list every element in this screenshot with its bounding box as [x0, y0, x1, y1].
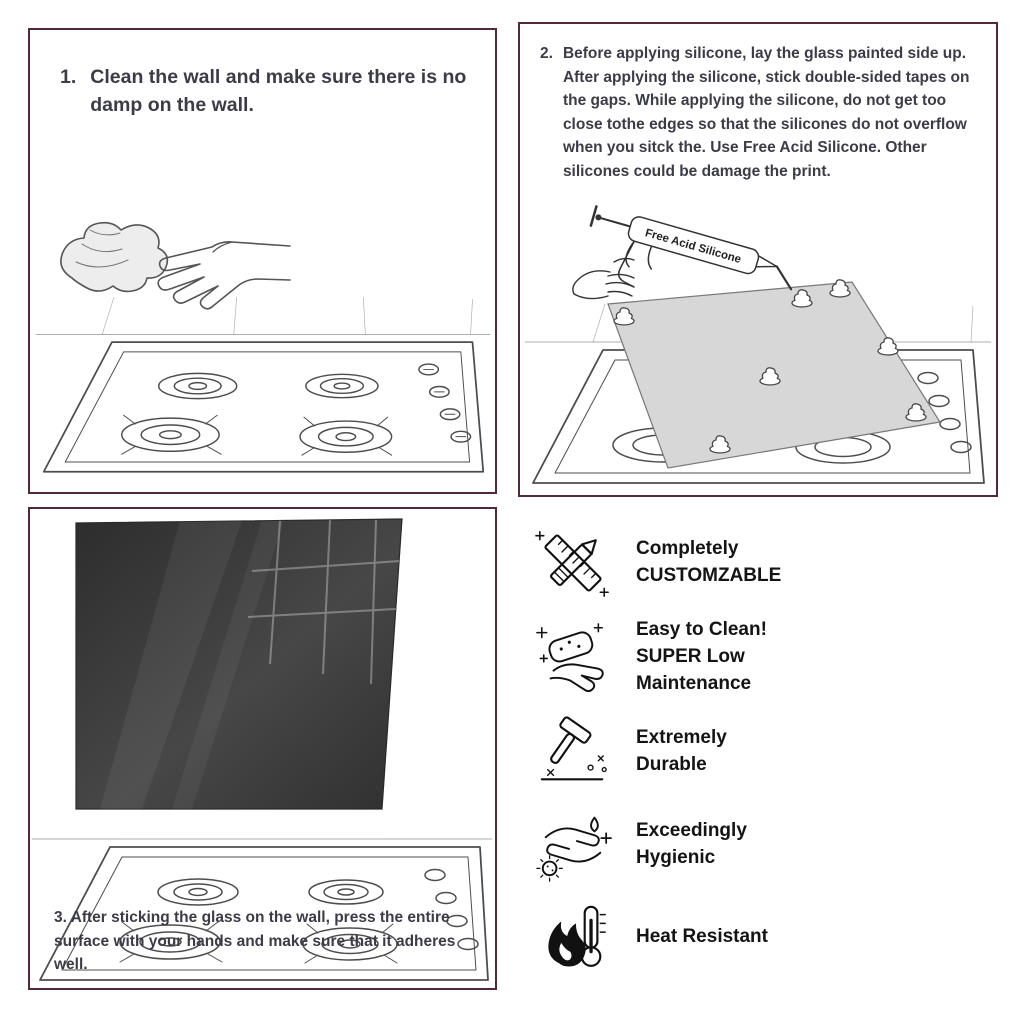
step1-number: 1. [60, 66, 77, 88]
feature-heat-resistant: Heat Resistant [534, 899, 974, 977]
step3-text: 3. After sticking the glass on the wall,… [54, 909, 456, 973]
control-knobs [418, 363, 472, 443]
cleaning-cloth [60, 221, 169, 293]
control-knobs [424, 868, 479, 951]
stove-illustration [31, 838, 493, 981]
hand-holding-gun [572, 257, 635, 300]
feature-hygienic: Exceedingly Hygienic [534, 806, 974, 884]
feature-customizable: Completely CUSTOMZABLE [534, 524, 974, 602]
step3-panel: 3. After sticking the glass on the wall,… [28, 507, 497, 990]
window-reflection [247, 519, 401, 685]
burner-front-left [120, 417, 220, 453]
feature-durable: Extremely Durable [534, 713, 974, 791]
hand-wiping-wall-illustration [60, 221, 291, 310]
feature-label: Easy to Clean! SUPER Low Maintenance [636, 619, 767, 694]
mounted-glass-illustration [31, 518, 493, 981]
hammer-icon [540, 716, 607, 781]
washing-hands-icon [536, 816, 612, 882]
feature-label: Heat Resistant [636, 926, 768, 948]
burner-front-right [299, 420, 393, 453]
feature-list: Completely CUSTOMZABLE Easy to Clean! SU… [534, 524, 974, 977]
step1-text: Clean the wall and make sure there is no… [90, 66, 467, 116]
hob-inner-rim [64, 351, 471, 463]
flame-thermometer-icon [548, 905, 606, 967]
step2-number: 2. [540, 45, 553, 62]
feature-label: Extremely Durable [636, 726, 727, 775]
stove-illustration [35, 296, 491, 473]
hob-outer-rim [42, 341, 485, 473]
step1-text-block: 1. Clean the wall and make sure there is… [30, 30, 495, 119]
sponge-hand-icon [536, 623, 604, 693]
silicone-application-illustration: Free Acid Silicone [524, 205, 992, 484]
step2-text-block: 2. Before applying silicone, lay the gla… [520, 24, 996, 183]
step1-panel: 1. Clean the wall and make sure there is… [28, 28, 497, 494]
feature-label: Completely CUSTOMZABLE [636, 538, 782, 586]
step2-panel: 2. Before applying silicone, lay the gla… [518, 22, 998, 497]
control-knobs [917, 371, 972, 454]
burner-back-right [305, 373, 379, 399]
pencil-ruler-icon [535, 531, 609, 597]
wiping-hand [157, 241, 291, 310]
step2-text: Before applying silicone, lay the glass … [562, 45, 970, 180]
feature-easy-clean: Easy to Clean! SUPER Low Maintenance [534, 617, 974, 698]
feature-label: Exceedingly Hygienic [636, 819, 747, 868]
mounted-glass-panel [75, 518, 403, 810]
burner-back-left [158, 372, 238, 400]
